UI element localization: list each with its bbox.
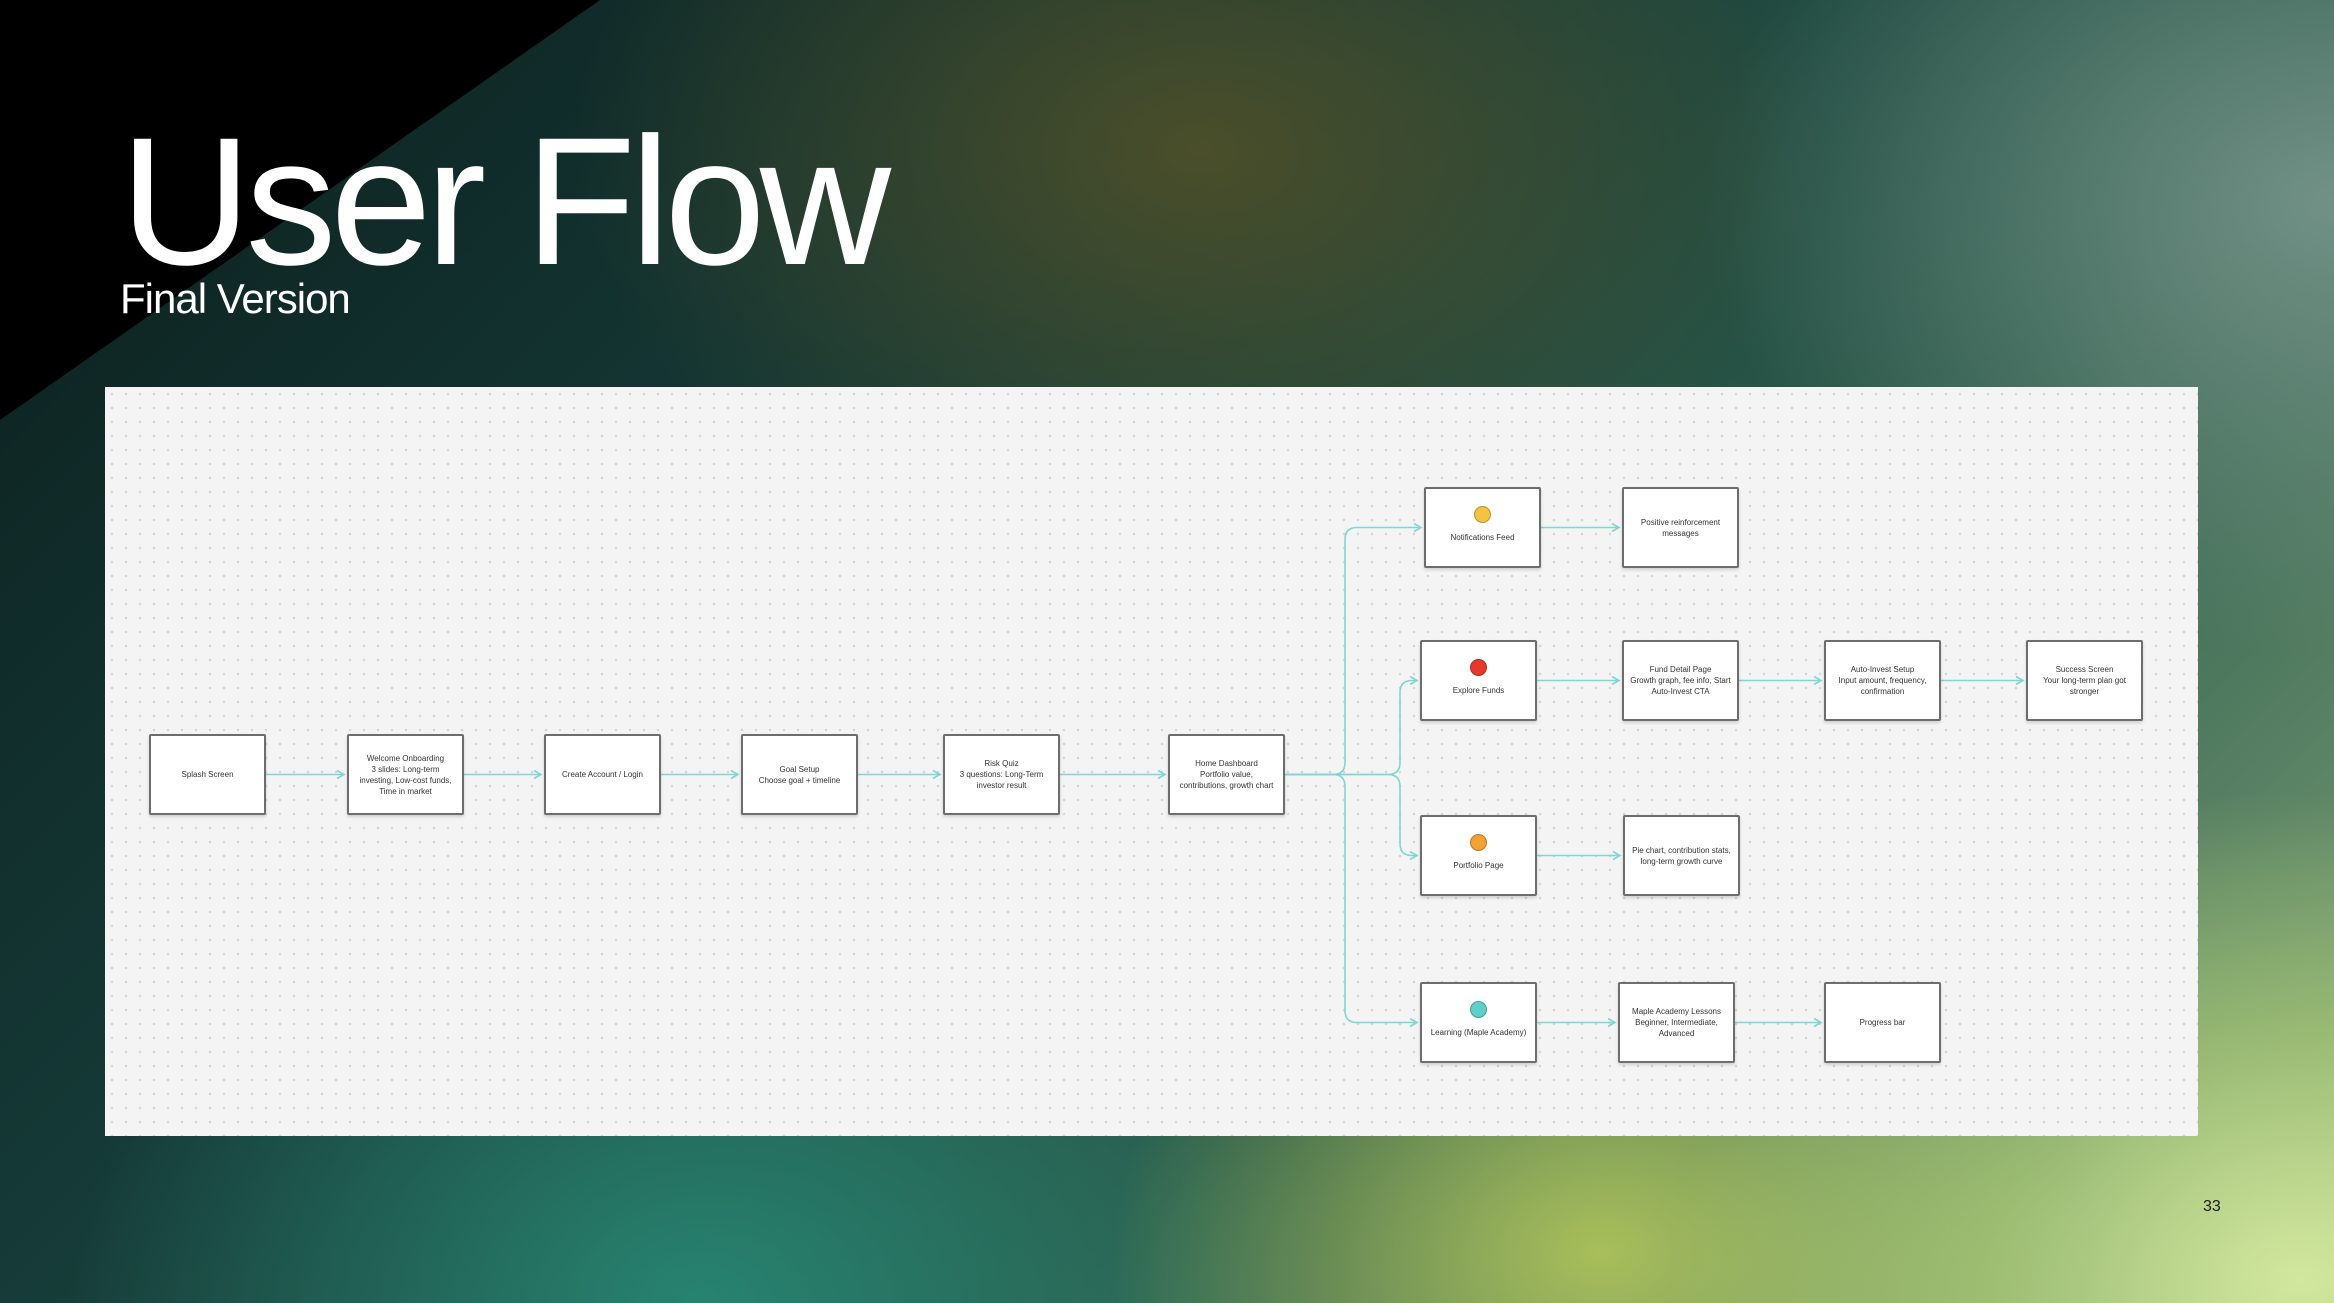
status-dot-icon (1474, 506, 1491, 523)
flow-connectors (266, 522, 2025, 1028)
status-dot-icon (1470, 659, 1487, 676)
connector-dashboard-to-explore (1285, 675, 1419, 776)
flow-node-pie-chart: Pie chart, contribution stats, long-term… (1623, 815, 1740, 896)
flow-node-label: Portfolio Page (1453, 861, 1504, 870)
status-dot-icon (1470, 1001, 1487, 1018)
flow-node-splash: Splash Screen (149, 734, 266, 815)
flow-node-label: Create Account / Login (562, 770, 643, 779)
flow-node-account: Create Account / Login (544, 734, 661, 815)
flow-node-portfolio: Portfolio Page (1420, 815, 1537, 896)
flow-node-label: Positive reinforcement messages (1640, 517, 1721, 538)
connector-dashboard-to-portfolio (1285, 773, 1419, 861)
slide-title: User Flow (120, 99, 891, 303)
flow-node-notifications: Notifications Feed (1424, 487, 1541, 568)
flow-node-progress: Progress bar (1824, 982, 1941, 1063)
flow-node-label: Progress bar (1859, 1018, 1906, 1027)
page-number: 33 (2203, 1198, 2221, 1215)
flow-node-learning: Learning (Maple Academy) (1420, 982, 1537, 1063)
flow-node-reinforcement: Positive reinforcement messages (1622, 487, 1739, 568)
connector-dashboard-to-learning (1285, 773, 1419, 1028)
slide-subtitle: Final Version (120, 275, 351, 322)
flow-node-explore: Explore Funds (1420, 640, 1537, 721)
status-dot-icon (1470, 834, 1487, 851)
flow-node-label: Pie chart, contribution stats, long-term… (1632, 845, 1731, 866)
flow-node-label: Explore Funds (1452, 686, 1505, 695)
flow-node-label: Learning (Maple Academy) (1430, 1028, 1527, 1037)
flow-node-label: Splash Screen (181, 770, 234, 779)
flow-node-label: Notifications Feed (1450, 533, 1515, 542)
